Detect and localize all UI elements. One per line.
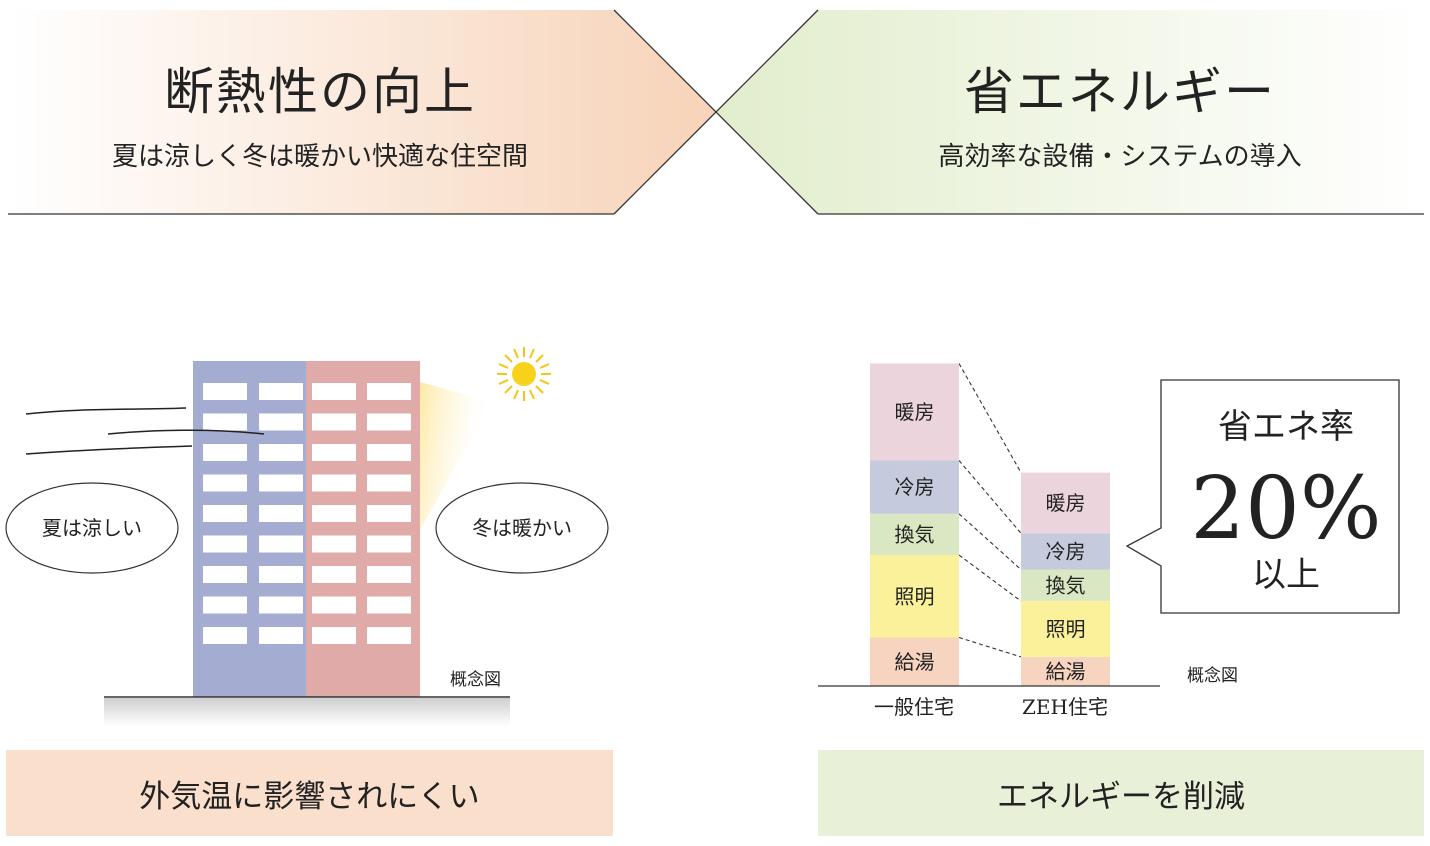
- window: [259, 596, 303, 614]
- window: [203, 566, 247, 583]
- window: [259, 444, 303, 461]
- bar-segment-lighting-general: [870, 555, 959, 638]
- bar-segment-ventilation-zeh: [1021, 569, 1110, 602]
- window: [367, 383, 411, 400]
- sun-icon: [497, 347, 551, 401]
- window: [367, 444, 411, 461]
- window: [203, 474, 247, 492]
- segment-label-heating-general: 暖房: [895, 400, 935, 424]
- left-caption: 外気温に影響されにくい: [139, 778, 480, 815]
- callout-value: 20%: [1190, 459, 1381, 559]
- window: [203, 505, 247, 522]
- connector-lines: [958, 363, 1022, 658]
- segment-label-cooling-general: 冷房: [895, 475, 935, 499]
- window: [312, 566, 356, 583]
- category-label-general: 一般住宅: [874, 695, 954, 719]
- window: [259, 474, 303, 492]
- window: [259, 566, 303, 583]
- window: [367, 566, 411, 583]
- banner-lines: [8, 9, 1424, 215]
- segment-label-ventilation-general: 換気: [895, 522, 935, 546]
- connector-line: [958, 363, 1022, 473]
- window: [259, 383, 303, 400]
- window: [259, 505, 303, 522]
- building-red: [306, 361, 420, 697]
- right-caption: エネルギーを削減: [997, 778, 1245, 815]
- window: [312, 596, 356, 614]
- window: [367, 535, 411, 553]
- window: [367, 627, 411, 644]
- window: [203, 535, 247, 553]
- segment-label-cooling-zeh: 冷房: [1046, 539, 1086, 563]
- segment-label-hot-water-general: 給湯: [895, 650, 935, 674]
- window: [203, 444, 247, 461]
- building-windows: [203, 383, 411, 644]
- building-illustration: 夏は涼しい 冬は暖かい 概念図: [5, 347, 609, 726]
- right-subtitle: 高効率な設備・システムの導入: [938, 142, 1302, 172]
- building-blue: [193, 361, 306, 697]
- bar-segment-cooling-general: [870, 460, 959, 514]
- left-subtitle: 夏は涼しく冬は暖かい快適な住空間: [111, 142, 528, 172]
- sunlight-beam: [420, 382, 492, 530]
- window: [367, 413, 411, 431]
- wind-lines: [25, 407, 265, 455]
- connector-line: [958, 636, 1022, 658]
- header-banners: [8, 9, 1424, 215]
- bar-segment-heating-general: [870, 363, 959, 461]
- callout-box: [1125, 379, 1400, 614]
- left-note: 概念図: [450, 669, 501, 690]
- window: [203, 383, 247, 400]
- ground-shadow: [104, 698, 510, 726]
- right-title: 省エネルギー: [964, 63, 1276, 121]
- bar-segment-cooling-zeh: [1021, 533, 1110, 570]
- left-title: 断熱性の向上: [164, 63, 476, 121]
- right-caption-band: エネルギーを削減: [818, 750, 1424, 836]
- bar-segment-hot-water-general: [870, 637, 959, 686]
- bubble-winter: [435, 482, 609, 574]
- bubble-winter-text: 冬は暖かい: [472, 516, 572, 540]
- right-banner-shape: [716, 10, 1424, 214]
- bubble-summer-text: 夏は涼しい: [42, 516, 142, 540]
- connector-line: [958, 460, 1022, 534]
- bar-segment-heating-zeh: [1021, 472, 1110, 534]
- bar-segment-ventilation-general: [870, 513, 959, 556]
- window: [259, 413, 303, 431]
- window: [203, 596, 247, 614]
- window: [259, 627, 303, 644]
- window: [312, 383, 356, 400]
- connector-line: [958, 554, 1022, 602]
- window: [312, 413, 356, 431]
- window: [312, 535, 356, 553]
- segment-label-heating-zeh: 暖房: [1046, 491, 1086, 515]
- segment-label-hot-water-zeh: 給湯: [1046, 659, 1086, 683]
- callout-suffix: 以上: [1252, 555, 1320, 595]
- segment-label-ventilation-zeh: 換気: [1046, 573, 1086, 597]
- window: [312, 444, 356, 461]
- segment-label-lighting-zeh: 照明: [1046, 617, 1086, 641]
- window: [203, 413, 247, 431]
- bar-segment-lighting-zeh: [1021, 601, 1110, 657]
- connector-line: [958, 513, 1022, 571]
- window: [367, 505, 411, 522]
- window: [259, 535, 303, 553]
- window: [312, 627, 356, 644]
- left-banner-shape: [8, 10, 716, 214]
- window: [312, 474, 356, 492]
- window: [312, 505, 356, 522]
- chart-note: 概念図: [1187, 665, 1238, 686]
- segment-label-lighting-general: 照明: [895, 584, 935, 608]
- window: [367, 474, 411, 492]
- bar-segment-hot-water-zeh: [1021, 656, 1110, 686]
- callout-label: 省エネ率: [1218, 407, 1354, 447]
- left-caption-band: 外気温に影響されにくい: [6, 750, 613, 836]
- bubble-summer: [5, 482, 179, 574]
- category-label-zeh: ZEH住宅: [1022, 695, 1108, 719]
- window: [367, 596, 411, 614]
- window: [203, 627, 247, 644]
